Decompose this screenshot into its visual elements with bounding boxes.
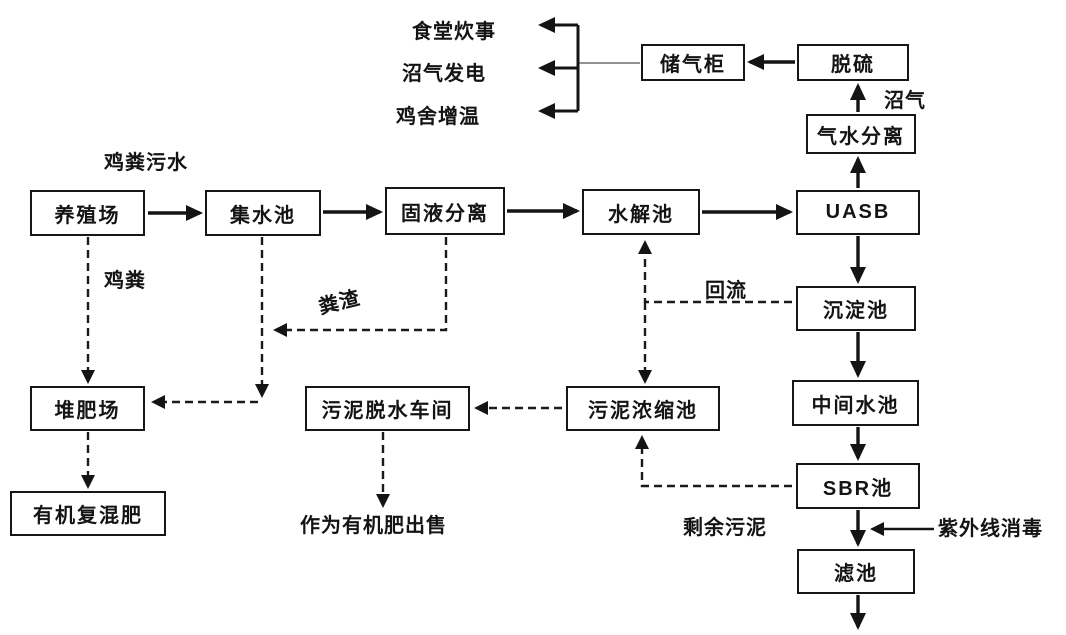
label-uv-disinfection: 紫外线消毒: [938, 518, 1043, 540]
node-composting-site: 堆肥场: [30, 386, 145, 431]
terminal-canteen-cooking: 食堂炊事: [412, 21, 496, 43]
node-filter-pool: 滤池: [797, 549, 915, 594]
label-reflux: 回流: [705, 280, 747, 302]
node-sludge-dewatering-workshop: 污泥脱水车间: [305, 386, 470, 431]
node-sludge-thickening-pool: 污泥浓缩池: [566, 386, 720, 431]
edge-sbr-to-thicken: [635, 435, 792, 488]
node-farm: 养殖场: [30, 190, 145, 236]
node-hydrolysis-pool: 水解池: [582, 189, 700, 235]
node-sbr-pool: SBR池: [796, 463, 920, 509]
node-gas-storage-tank: 储气柜: [641, 44, 745, 81]
terminal-sold-as-organic-fertilizer: 作为有机肥出售: [300, 515, 447, 537]
node-intermediate-pool: 中间水池: [792, 380, 919, 426]
node-collection-pool: 集水池: [205, 190, 321, 236]
node-sedimentation-pool: 沉淀池: [796, 286, 916, 331]
node-gas-water-separation: 气水分离: [806, 114, 916, 154]
label-surplus-sludge: 剩余污泥: [683, 517, 767, 539]
terminal-coop-heating: 鸡舍增温: [396, 106, 480, 128]
edge-residue-to-compost-line: [273, 237, 448, 337]
label-manure-wastewater: 鸡粪污水: [104, 152, 188, 174]
node-organic-compound-fertilizer: 有机复混肥: [10, 491, 166, 536]
label-manure: 鸡粪: [104, 270, 146, 292]
label-biogas: 沼气: [884, 90, 926, 112]
node-uasb: UASB: [796, 190, 920, 235]
node-solid-liquid-separation: 固液分离: [385, 187, 505, 235]
terminal-biogas-power: 沼气发电: [402, 63, 486, 85]
node-desulfurization: 脱硫: [797, 44, 909, 81]
